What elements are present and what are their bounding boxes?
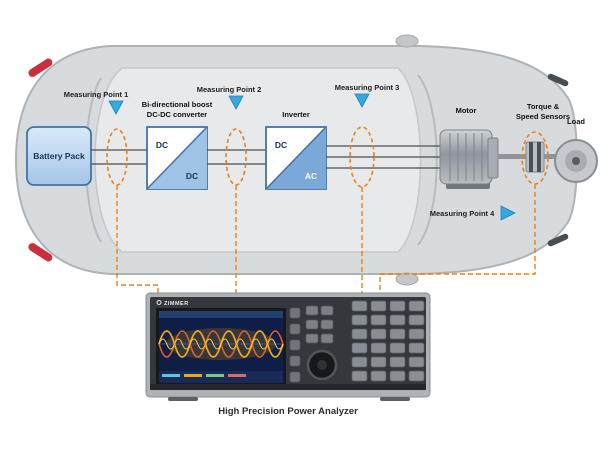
inverter-input-label: DC: [275, 140, 287, 150]
analyzer-foot-left: [168, 397, 198, 401]
analyzer-button: [370, 300, 387, 312]
measuring-point-4-label: Measuring Point 4: [430, 209, 495, 218]
analyzer-foot-right: [380, 397, 410, 401]
analyzer-button: [408, 328, 425, 340]
measuring-point-3-marker: [354, 93, 370, 108]
dcdc-converter-block: Bi-directional boost DC-DC converter DC …: [142, 100, 213, 190]
analyzer-button: [289, 371, 301, 383]
analyzer-middle-cluster: [305, 305, 338, 381]
wires-dcdc-inverter: [207, 149, 266, 165]
load-label: Load: [567, 117, 585, 126]
analyzer-button: [289, 355, 301, 367]
measuring-point-1-label: Measuring Point 1: [64, 90, 129, 99]
power-analyzer: ZIMMER: [145, 292, 431, 401]
sensor-label-line2: Speed Sensors: [516, 112, 570, 121]
wires-inverter-motor: [326, 145, 441, 169]
tail-light-left-top: [28, 58, 53, 77]
dcdc-title-line2: DC-DC converter: [147, 110, 208, 119]
analyzer-button: [370, 342, 387, 354]
load-flywheel: Load: [554, 117, 598, 183]
analyzer-button: [389, 328, 406, 340]
analyzer-button: [389, 300, 406, 312]
analyzer-button: [289, 339, 301, 351]
analyzer-button: [389, 370, 406, 382]
analyzer-button: [408, 370, 425, 382]
measuring-point-3-label: Measuring Point 3: [335, 83, 400, 92]
dcdc-title-line1: Bi-directional boost: [142, 100, 213, 109]
analyzer-button: [305, 305, 319, 316]
waveform-trace-3: [158, 338, 284, 350]
analyzer-button: [370, 328, 387, 340]
torque-speed-sensor: Torque & Speed Sensors: [516, 102, 570, 173]
analyzer-button: [351, 356, 368, 368]
inverter-block: Inverter DC AC: [265, 110, 327, 190]
measuring-point-1-marker: [108, 100, 124, 115]
measuring-point-4-marker: [500, 205, 516, 221]
analyzer-brand: ZIMMER: [164, 301, 189, 307]
analyzer-button: [408, 300, 425, 312]
motor-endcap: [487, 137, 499, 179]
analyzer-button: [305, 319, 319, 330]
analyzer-button: [351, 314, 368, 326]
analyzer-button: [320, 333, 334, 344]
windshield-line: [417, 74, 438, 246]
analyzer-bottom-strip: [150, 384, 426, 390]
analyzer-button: [389, 314, 406, 326]
measure-line-1: [116, 185, 159, 293]
measuring-point-2-label: Measuring Point 2: [197, 85, 262, 94]
analyzer-button: [320, 319, 334, 330]
shaft-sensor-load: [544, 154, 558, 159]
measuring-point-2-marker: [228, 95, 244, 110]
battery-pack-block: Battery Pack: [26, 126, 92, 186]
measure-ellipse-3: [349, 126, 375, 188]
dcdc-output-label: DC: [186, 171, 198, 181]
knob-center: [317, 360, 327, 370]
inverter-output-label: AC: [305, 171, 317, 181]
dcdc-input-label: DC: [156, 140, 168, 150]
motor-ribs: [449, 133, 483, 181]
analyzer-button: [289, 307, 301, 319]
side-mirror-bottom: [395, 272, 419, 286]
shaft-motor-sensor: [498, 154, 528, 159]
analyzer-button: [370, 370, 387, 382]
brand-logo-icon: [156, 300, 162, 305]
car-cabin: [94, 67, 422, 253]
analyzer-button: [370, 314, 387, 326]
analyzer-button: [408, 356, 425, 368]
side-mirror-top: [395, 34, 419, 48]
analyzer-button: [389, 342, 406, 354]
head-light-right-bottom: [547, 233, 569, 247]
analyzer-button: [351, 300, 368, 312]
motor-label: Motor: [456, 106, 477, 115]
analyzer-button: [389, 356, 406, 368]
inverter-title: Inverter: [282, 110, 310, 119]
analyzer-button: [408, 314, 425, 326]
tail-light-left-bottom: [28, 243, 53, 262]
analyzer-button: [305, 333, 319, 344]
battery-pack-label: Battery Pack: [33, 151, 85, 161]
analyzer-caption: High Precision Power Analyzer: [218, 406, 358, 417]
analyzer-screen: [156, 308, 286, 386]
analyzer-button: [320, 305, 334, 316]
analyzer-button: [351, 342, 368, 354]
measure-line-4: [379, 184, 536, 293]
head-light-right-top: [547, 73, 569, 87]
analyzer-button: [351, 370, 368, 382]
wires-battery-dcdc: [91, 149, 147, 165]
measuring-point-3: Measuring Point 3: [335, 83, 400, 188]
analyzer-button: [351, 328, 368, 340]
analyzer-button: [289, 323, 301, 335]
analyzer-button: [408, 342, 425, 354]
sensor-label-line1: Torque &: [527, 102, 560, 111]
analyzer-button: [370, 356, 387, 368]
